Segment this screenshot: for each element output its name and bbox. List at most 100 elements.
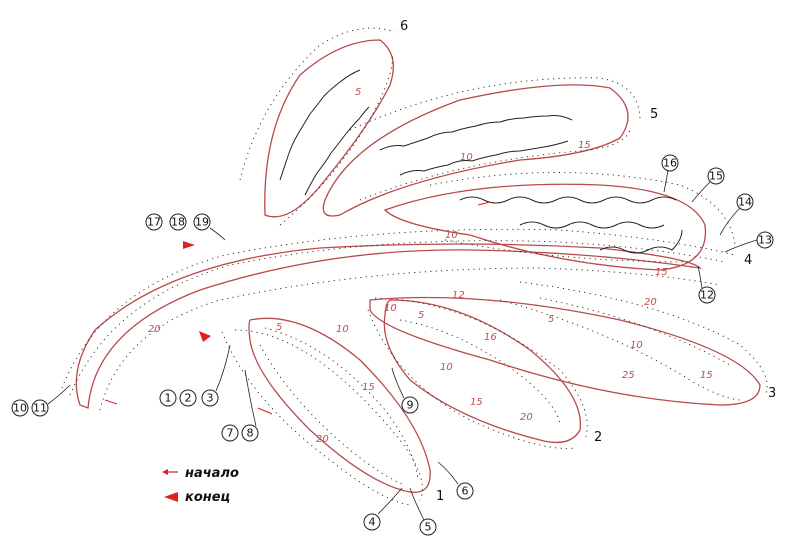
row-number: 5 (355, 87, 361, 98)
legend-start: начало (162, 466, 239, 481)
row-number: 5 (276, 322, 282, 333)
row-number: 15 (470, 397, 483, 408)
marker-16: 16 (661, 154, 679, 172)
svg-text:7: 7 (227, 427, 234, 440)
svg-text:18: 18 (171, 216, 185, 229)
leaf-6-chain-a (279, 69, 361, 181)
svg-text:12: 12 (700, 289, 714, 302)
small-direction-arrow (257, 407, 273, 415)
row-number: 5 (548, 314, 554, 325)
marker-13: 13 (756, 231, 774, 249)
marker-15: 15 (707, 167, 725, 185)
leaf-6 (239, 27, 396, 226)
row-number: 10 (384, 303, 397, 314)
leaf-5-chain-b (399, 140, 569, 176)
leaf-label-6: 6 (400, 19, 408, 34)
marker-7: 7 (221, 424, 239, 442)
row-number: 15 (362, 382, 375, 393)
svg-text:4: 4 (369, 516, 376, 529)
svg-text:16: 16 (663, 157, 677, 170)
marker-19: 19 (193, 213, 211, 231)
leaf-2-stitch-b (367, 309, 576, 449)
marker-8: 8 (241, 424, 259, 442)
leaf-4-stitch-a (429, 172, 736, 246)
legend-start-label: начало (185, 466, 239, 481)
leaf-4-chain-a (459, 196, 677, 204)
leaf-4-outline (383, 183, 707, 271)
marker-1: 1 (159, 389, 177, 407)
leaf-label-3: 3 (768, 386, 776, 401)
marker-18: 18 (169, 213, 187, 231)
svg-text:5: 5 (425, 521, 432, 534)
row-number: 10 (460, 152, 473, 163)
svg-text:19: 19 (195, 216, 209, 229)
leaf-1-stitch-a (234, 329, 423, 501)
row-number: 12 (452, 290, 465, 301)
marker-5: 5 (419, 518, 437, 536)
row-number: 15 (655, 267, 668, 278)
start-arrow-icon (162, 469, 168, 475)
marker-2: 2 (179, 389, 197, 407)
row-number: 10 (630, 340, 643, 351)
small-direction-arrow (477, 201, 491, 206)
row-number: 10 (445, 230, 458, 241)
leaf-3-stitch-a (519, 281, 768, 396)
circled-markers: 10 11 1 2 3 7 8 9 6 4 5 12 13 14 15 16 1… (11, 154, 774, 536)
small-direction-arrow (104, 399, 118, 405)
row-number: 25 (622, 370, 635, 381)
leaf-3-outline (369, 296, 761, 406)
row-number: 20 (148, 324, 161, 335)
marker-17: 17 (145, 213, 163, 231)
start-arrow-icon (199, 331, 211, 342)
marker-14: 14 (736, 193, 754, 211)
svg-text:9: 9 (407, 399, 414, 412)
svg-text:3: 3 (207, 392, 214, 405)
marker-6: 6 (456, 482, 474, 500)
row-number: 5 (418, 310, 424, 321)
svg-text:10: 10 (13, 402, 27, 415)
leaf-3-stitch-c (539, 297, 731, 366)
svg-text:13: 13 (758, 234, 772, 247)
leaf-1-outline (248, 317, 431, 493)
leaf-5-outline (322, 84, 629, 217)
marker-10: 10 (11, 399, 29, 417)
svg-text:14: 14 (738, 196, 752, 209)
svg-text:15: 15 (709, 170, 723, 183)
row-number: 15 (578, 140, 591, 151)
leaf-3 (369, 281, 768, 406)
svg-text:17: 17 (147, 216, 161, 229)
row-number: 20 (520, 412, 533, 423)
leaf-1 (221, 317, 431, 506)
leaf-2-stitch-c (399, 319, 561, 426)
leader-lines (47, 169, 758, 521)
row-number: 10 (336, 324, 349, 335)
leaf-5 (322, 77, 641, 217)
legend-end-label: конец (185, 490, 230, 505)
leaf-4-chain-b (519, 221, 665, 229)
leaf-4-stitch-b (444, 239, 691, 263)
marker-3: 3 (201, 389, 219, 407)
leaf-6-outline (264, 39, 394, 218)
svg-text:6: 6 (462, 485, 469, 498)
leaf-2-outline (383, 299, 582, 444)
leaf-label-1: 1 (436, 489, 444, 504)
row-number: 10 (440, 362, 453, 373)
legend: начало конец (162, 466, 239, 505)
marker-11: 11 (31, 399, 49, 417)
leaf-4 (383, 172, 736, 271)
leaf-5-chain-a (379, 115, 573, 151)
leaf-2-stitch-a (374, 297, 588, 441)
stem-stitch-row-3 (99, 267, 721, 411)
end-arrow-icon (183, 241, 195, 249)
leaf-4-chain-c (599, 229, 683, 254)
leaf-1-stitch-d (259, 344, 406, 486)
svg-text:8: 8 (247, 427, 254, 440)
stem-group (61, 228, 736, 411)
svg-text:1: 1 (165, 392, 172, 405)
svg-text:2: 2 (185, 392, 192, 405)
marker-4: 4 (363, 513, 381, 531)
legend-end: конец (164, 490, 230, 505)
leaf-2 (367, 297, 588, 449)
end-arrow-icon (164, 492, 178, 502)
